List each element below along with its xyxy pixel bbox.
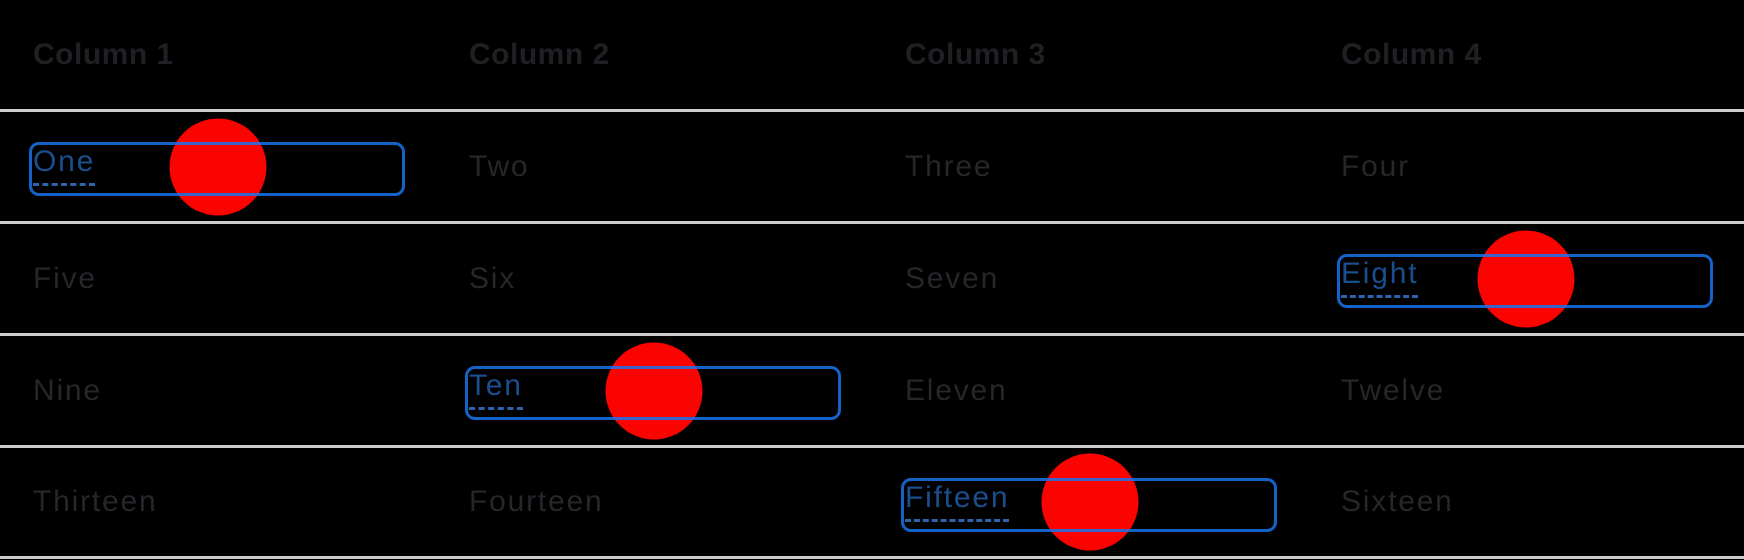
row-separator xyxy=(0,333,1744,336)
table-row: One Two Three Four xyxy=(0,112,1744,221)
column-header-2: Column 2 xyxy=(436,0,872,109)
row-separator xyxy=(0,109,1744,112)
column-header-label: Column 1 xyxy=(33,37,174,71)
cell-label: Two xyxy=(469,149,530,183)
cell-label: Nine xyxy=(33,373,102,407)
cell-label: Twelve xyxy=(1341,373,1446,407)
table-cell-thirteen[interactable]: Thirteen xyxy=(0,448,436,556)
cell-label: Five xyxy=(33,261,97,295)
table-cell-fifteen[interactable]: Fifteen xyxy=(872,448,1308,556)
row-separator xyxy=(0,556,1744,559)
cell-link[interactable]: Eight xyxy=(1341,259,1419,298)
cell-label: Six xyxy=(469,261,517,295)
cell-label: Three xyxy=(905,149,993,183)
table-cell-eight[interactable]: Eight xyxy=(1308,224,1744,333)
table-cell-five[interactable]: Five xyxy=(0,224,436,333)
table-cell-one[interactable]: One xyxy=(0,112,436,221)
table-cell-nine[interactable]: Nine xyxy=(0,336,436,445)
column-header-label: Column 3 xyxy=(905,37,1046,71)
table-row: Thirteen Fourteen Fifteen Sixteen xyxy=(0,448,1744,556)
column-header-1: Column 1 xyxy=(0,0,436,109)
table-cell-three[interactable]: Three xyxy=(872,112,1308,221)
cell-label: Eleven xyxy=(905,373,1008,407)
table-cell-four[interactable]: Four xyxy=(1308,112,1744,221)
cell-label: Fourteen xyxy=(469,485,604,518)
table-cell-seven[interactable]: Seven xyxy=(872,224,1308,333)
column-header-label: Column 2 xyxy=(469,37,610,71)
cell-label: Sixteen xyxy=(1341,485,1454,518)
table-row: Nine Ten Eleven Twelve xyxy=(0,336,1744,445)
table-cell-eleven[interactable]: Eleven xyxy=(872,336,1308,445)
row-separator xyxy=(0,445,1744,448)
row-separator xyxy=(0,221,1744,224)
tap-indicator xyxy=(1477,230,1575,327)
column-header-label: Column 4 xyxy=(1341,37,1482,71)
tap-indicator xyxy=(169,118,267,215)
cell-label: Four xyxy=(1341,149,1410,183)
column-header-4: Column 4 xyxy=(1308,0,1744,109)
cell-label: Thirteen xyxy=(33,485,158,518)
table-cell-six[interactable]: Six xyxy=(436,224,872,333)
table-cell-sixteen[interactable]: Sixteen xyxy=(1308,448,1744,556)
table-header-row: Column 1 Column 2 Column 3 Column 4 xyxy=(0,0,1744,109)
tap-indicator xyxy=(1041,453,1139,551)
table-cell-fourteen[interactable]: Fourteen xyxy=(436,448,872,556)
table-row: Five Six Seven Eight xyxy=(0,224,1744,333)
cell-link[interactable]: Fifteen xyxy=(905,482,1010,522)
column-header-3: Column 3 xyxy=(872,0,1308,109)
cell-link[interactable]: Ten xyxy=(469,371,523,410)
table-cell-ten[interactable]: Ten xyxy=(436,336,872,445)
cell-label: Seven xyxy=(905,261,1000,295)
cell-link[interactable]: One xyxy=(33,147,96,186)
table-cell-twelve[interactable]: Twelve xyxy=(1308,336,1744,445)
table-cell-two[interactable]: Two xyxy=(436,112,872,221)
tap-indicator xyxy=(605,342,703,439)
